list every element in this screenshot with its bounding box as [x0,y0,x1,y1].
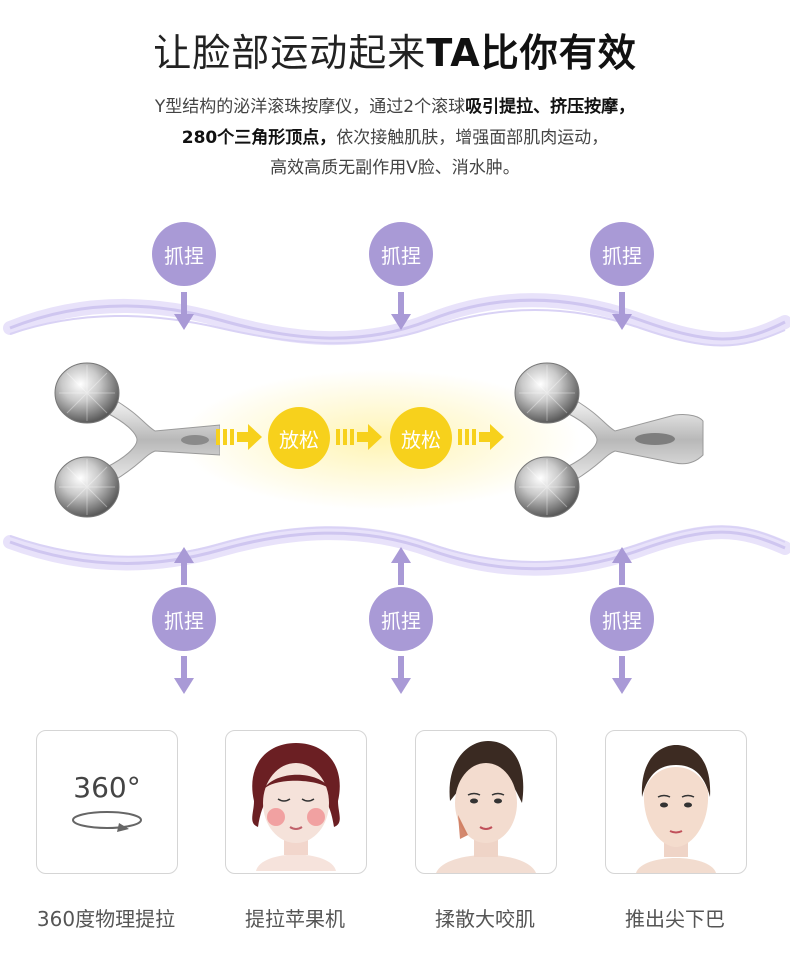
woman-face-jaw-icon [436,741,536,873]
squeeze-badge-top-2: 抓捏 [369,222,433,286]
card-label-2: 提拉苹果机 [245,907,345,931]
yellow-arrow-icon [216,424,262,450]
arrow-down-icon [391,656,411,694]
squeeze-label: 抓捏 [164,608,204,633]
card-pointed-chin [605,730,747,874]
title-strong: TA比你有效 [426,31,637,75]
bottom-wave-band [3,525,790,576]
desc-line3: 高效高质无副作用V脸、消水肿。 [270,158,520,178]
left-roller-image [54,362,220,518]
relax-label: 放松 [401,427,441,452]
squeeze-badge-bottom-3: 抓捏 [590,587,654,651]
relax-label: 放松 [279,427,319,452]
arrow-down-icon [612,292,632,330]
squeeze-label: 抓捏 [602,243,642,268]
yellow-arrow-icon [458,424,504,450]
arrow-down-icon [174,656,194,694]
description-line-1: Y型结构的泌洋滚珠按摩仪，通过2个滚球吸引提拉、挤压按摩， [0,92,790,117]
description-line-2: 280个三角形顶点，依次接触肌肤，增强面部肌肉运动， [0,123,790,148]
rotate-360-icon [72,811,142,832]
squeeze-label: 抓捏 [381,243,421,268]
arrow-down-icon [612,656,632,694]
relax-badge-2: 放松 [390,407,452,469]
arrow-up-icon [612,547,632,585]
squeeze-label: 抓捏 [602,608,642,633]
card-360-rotation: 360° [36,730,178,874]
squeeze-badge-bottom-2: 抓捏 [369,587,433,651]
desc-line1-normal: Y型结构的泌洋滚珠按摩仪，通过2个滚球 [154,97,466,117]
woman-face-cheeks-icon [252,743,340,871]
card-label-4: 推出尖下巴 [625,907,725,931]
squeeze-badge-bottom-1: 抓捏 [152,587,216,651]
squeeze-label: 抓捏 [164,243,204,268]
relax-badge-1: 放松 [268,407,330,469]
desc-line2-normal: 依次接触肌肤，增强面部肌肉运动， [336,128,609,148]
rotate-degree-text: 360° [73,771,141,804]
top-wave-band [3,293,790,347]
squeeze-label: 抓捏 [381,608,421,633]
squeeze-badge-top-3: 抓捏 [590,222,654,286]
card-apple-cheeks [225,730,367,874]
card-label-1: 360度物理提拉 [36,907,176,931]
yellow-arrow-icon [336,424,382,450]
right-roller-image [514,362,704,518]
page-title: 让脸部运动起来TA比你有效 [0,22,790,77]
description-line-3: 高效高质无副作用V脸、消水肿。 [0,153,790,178]
arrow-down-icon [391,292,411,330]
woman-face-chin-icon [636,745,716,873]
card-masseter [415,730,557,874]
desc-line1-bold: 吸引提拉、挤压按摩， [465,97,636,117]
squeeze-badge-top-1: 抓捏 [152,222,216,286]
title-normal: 让脸部运动起来 [153,31,427,75]
arrow-down-icon [174,292,194,330]
card-label-3: 揉散大咬肌 [435,907,535,931]
arrow-up-icon [391,547,411,585]
desc-line2-bold: 280个三角形顶点， [181,128,337,148]
arrow-up-icon [174,547,194,585]
